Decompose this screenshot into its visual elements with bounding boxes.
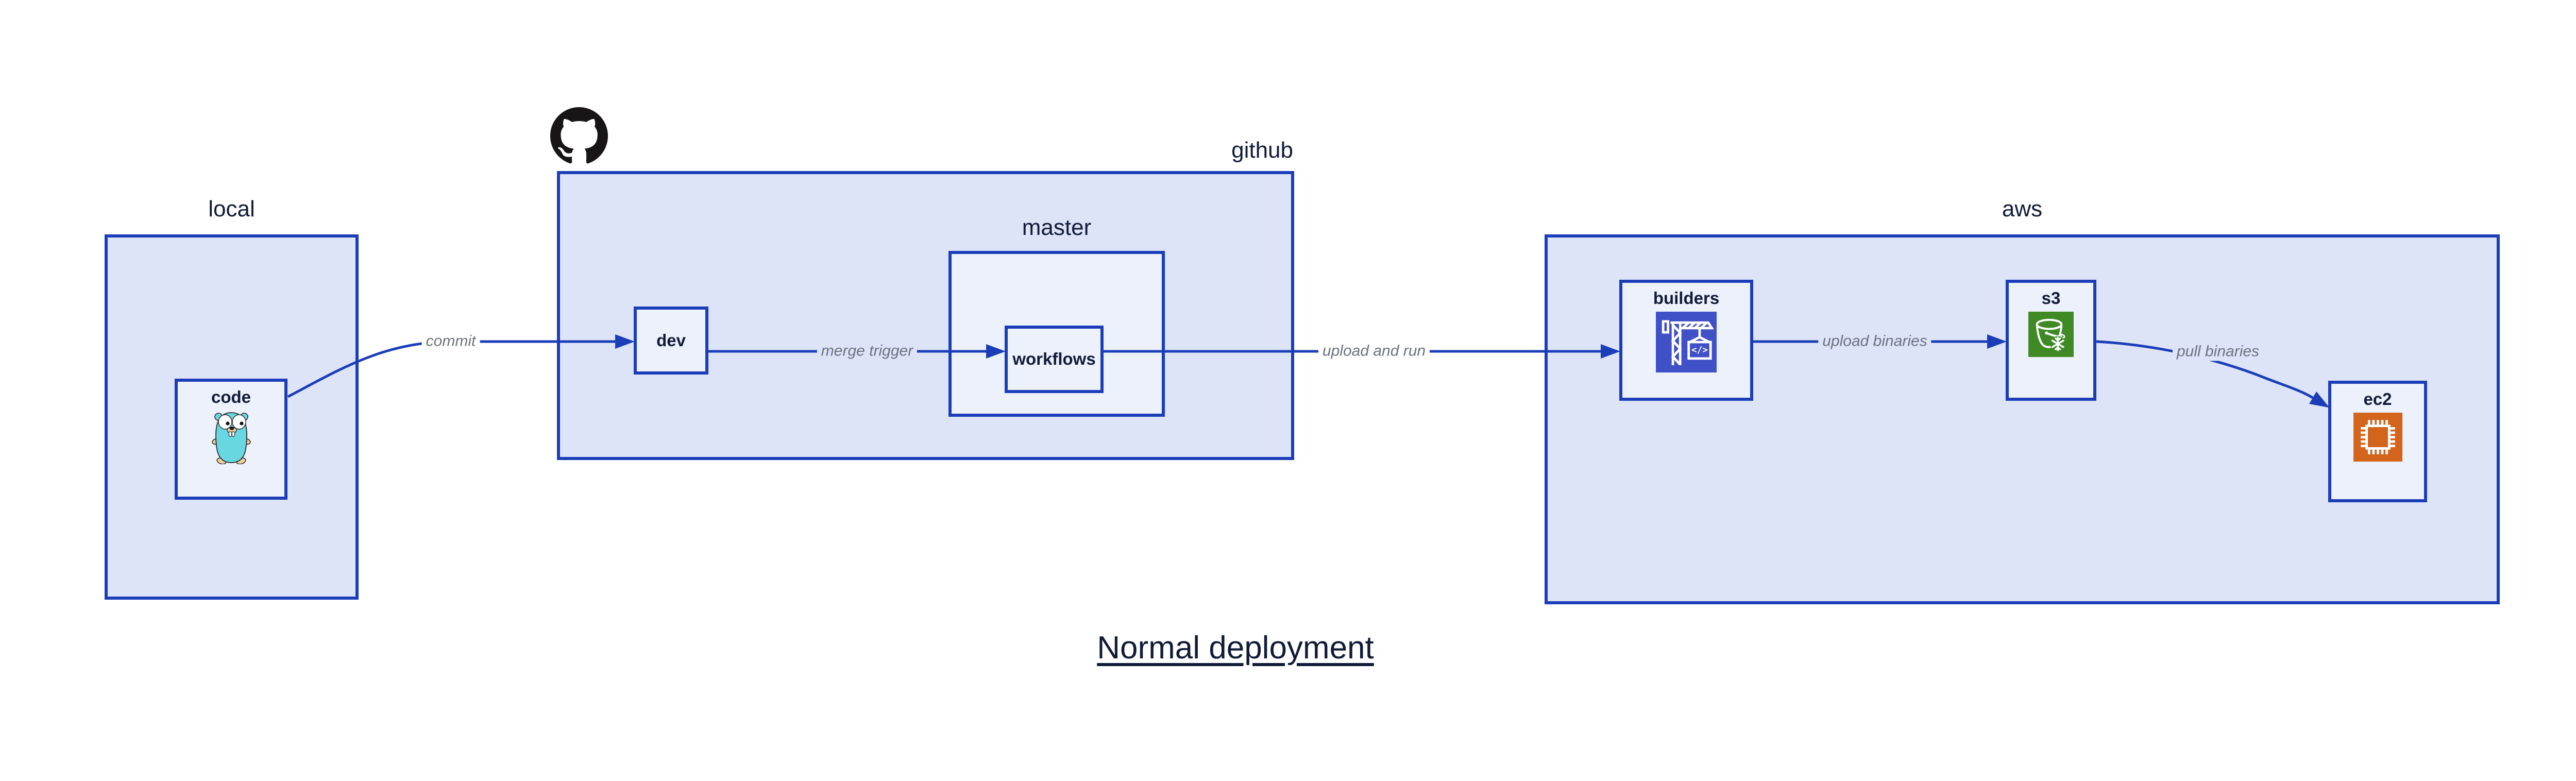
node-code: code <box>175 379 287 500</box>
go-gopher-icon <box>211 412 251 465</box>
group-label-aws: aws <box>2002 196 2043 222</box>
node-builders: builders </> <box>1619 280 1753 401</box>
node-workflows: workflows <box>1005 326 1104 393</box>
edge-label-upload-binaries: upload binaries <box>1818 331 1931 351</box>
diagram-title: Normal deployment <box>1097 630 1374 666</box>
aws-ec2-chip-icon <box>2353 413 2402 462</box>
group-label-local: local <box>208 196 255 222</box>
node-label-builders: builders <box>1653 288 1720 308</box>
edge-pull-binaries <box>2096 340 2330 408</box>
edge-label-upload-and-run: upload and run <box>1318 341 1430 361</box>
node-label-code: code <box>211 387 251 406</box>
group-label-github: github <box>1231 138 1293 163</box>
aws-s3-glacier-bucket-icon <box>2028 312 2074 358</box>
node-ec2: ec2 <box>2328 381 2427 502</box>
edge-label-merge-trigger: merge trigger <box>817 341 918 361</box>
edge-label-pull-binaries: pull binaries <box>2172 342 2264 361</box>
aws-codebuild-crane-icon: </> <box>1656 312 1717 373</box>
node-dev: dev <box>634 307 708 375</box>
node-label-dev: dev <box>656 330 686 350</box>
edge-label-commit: commit <box>421 331 480 351</box>
node-label-s3: s3 <box>2041 288 2061 308</box>
svg-text:</>: </> <box>1691 346 1708 356</box>
node-s3: s3 <box>2006 280 2096 401</box>
node-label-workflows: workflows <box>1012 349 1096 369</box>
github-octocat-icon <box>550 107 608 164</box>
node-label-ec2: ec2 <box>2363 389 2392 409</box>
group-label-master: master <box>1022 215 1092 240</box>
